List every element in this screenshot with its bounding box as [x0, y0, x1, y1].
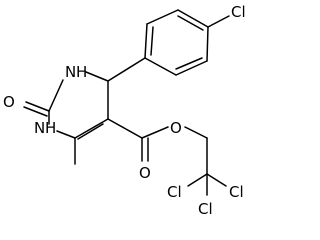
bond-c4-aryl [107, 57, 146, 82]
bond-ar4-ar5 [206, 26, 209, 62]
atom-labels: O N H N H Cl O O Cl Cl Cl [3, 3, 246, 218]
bonds [23, 9, 230, 196]
bond-c2-n3 [48, 79, 64, 112]
bond-oether-ch2 [184, 126, 208, 139]
bond-ccl3-cl2 [187, 173, 208, 187]
atom-h-top: H [76, 63, 87, 81]
bond-cester-oether [141, 126, 169, 139]
bond-c5-cester [107, 118, 143, 139]
atom-o-ester-carbonyl: O [139, 164, 151, 182]
atom-cl-2: Cl [229, 183, 244, 201]
bond-c5-c6-single [74, 118, 109, 139]
atom-o-ester-ether: O [170, 119, 182, 137]
atom-cl-3: Cl [198, 200, 213, 218]
bond-ar1-ar2-inner [150, 26, 154, 56]
bond-c6-n1 [56, 130, 76, 139]
bond-ar4-cl [207, 15, 230, 28]
atom-n-top: N [65, 63, 76, 81]
bond-c2-o-b [23, 106, 48, 117]
bond-ar5-ar6 [175, 60, 208, 76]
bond-ar1-ar2 [144, 23, 148, 59]
structure-diagram: O N H N H Cl O O Cl Cl Cl [3, 3, 246, 218]
bond-n3-c4 [85, 71, 109, 82]
atom-cl-aryl: Cl [231, 3, 246, 21]
bond-ccl3-cl3 [206, 173, 227, 187]
bond-ar3-ar4-inner [177, 15, 204, 31]
atom-n-bottom: N [34, 119, 45, 137]
bond-ar2-ar3 [146, 9, 179, 25]
bond-ar3-ar4 [177, 9, 209, 28]
atom-h-bottom: H [45, 119, 56, 137]
bond-c2-o-a [25, 101, 50, 112]
bond-c5-c6-double [77, 123, 104, 140]
bond-ar5-ar6-inner [175, 57, 203, 70]
molecule-svg: O N H N H Cl O O Cl Cl Cl [3, 3, 246, 218]
atom-cl-1: Cl [167, 183, 182, 201]
bond-ar6-ar1 [144, 57, 177, 76]
atom-o-ring-carbonyl: O [3, 93, 15, 111]
